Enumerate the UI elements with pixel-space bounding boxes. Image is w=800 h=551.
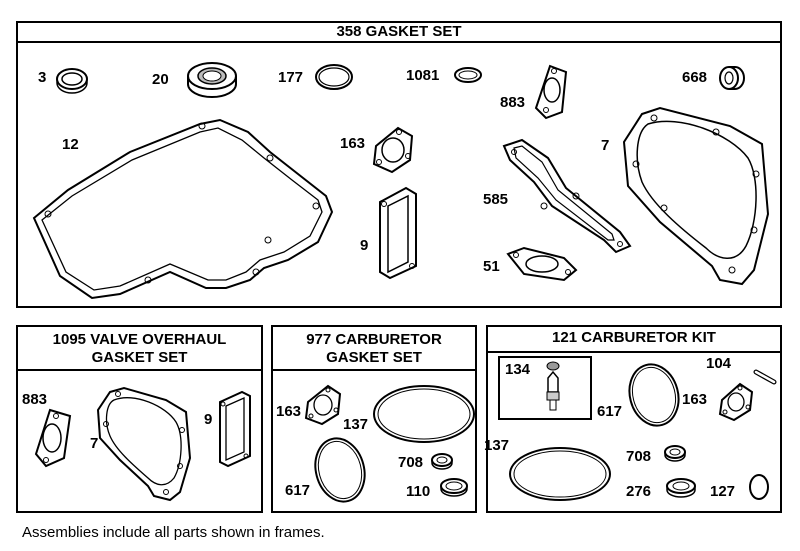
gasket-163-drawing [304,384,342,426]
frame-title-line1: 977 CARBURETOR [306,331,442,348]
o-ring-137-drawing [373,385,475,443]
pin-104-drawing [753,369,777,385]
part-label-127: 127 [710,483,736,500]
footer-note: Assemblies include all parts shown in fr… [22,524,325,541]
part-label-12: 12 [62,136,79,153]
frame-1095-valve-overhaul: 1095 VALVE OVERHAUL GASKET SET [16,325,263,513]
part-label-163: 163 [682,391,708,408]
gasket-9-drawing [379,186,417,280]
o-ring-177-drawing [315,64,353,90]
gasket-9-drawing [219,390,251,468]
part-label-883: 883 [22,391,48,408]
part-label-9: 9 [204,411,213,428]
frame-358-gasket-set: 358 GASKET SET [16,21,782,308]
needle-valve-134-drawing [546,361,560,411]
o-ring-617-drawing [314,437,366,503]
gasket-883-drawing [34,408,72,468]
part-label-137: 137 [484,437,510,454]
washer-3-drawing [56,68,88,94]
gasket-163-drawing [372,126,414,174]
part-label-883: 883 [500,94,526,111]
washer-110-drawing [440,478,468,497]
oil-seal-20-drawing [187,62,237,98]
gasket-163-drawing [718,382,754,422]
part-label-585: 585 [483,191,509,208]
part-label-137: 137 [343,416,369,433]
part-label-177: 177 [278,69,304,86]
frame-title: 1095 VALVE OVERHAUL GASKET SET [18,327,261,371]
part-134-box [498,356,592,420]
plug-127-drawing [749,474,769,500]
head-gasket-7-drawing [96,386,192,502]
part-label-3: 3 [38,69,47,86]
part-label-7: 7 [90,435,99,452]
head-gasket-7-drawing [622,106,770,286]
part-label-9: 9 [360,237,369,254]
frame-title: 121 CARBURETOR KIT [488,327,780,353]
part-label-110: 110 [406,483,431,500]
frame-title-line1: 1095 VALVE OVERHAUL [52,331,227,348]
part-label-134: 134 [505,361,531,378]
frame-title: 358 GASKET SET [18,23,780,43]
part-label-617: 617 [285,482,311,499]
part-label-708: 708 [398,454,424,471]
o-ring-617-drawing [628,363,680,427]
part-label-163: 163 [340,135,366,152]
part-label-668: 668 [682,69,708,86]
part-label-1081: 1081 [406,67,440,84]
gasket-883-drawing [534,64,568,120]
part-label-617: 617 [597,403,623,420]
part-label-51: 51 [483,258,500,275]
part-label-163: 163 [276,403,302,420]
washer-708-drawing [431,453,453,470]
frame-title-line2: GASKET SET [91,349,188,366]
part-label-7: 7 [601,137,610,154]
gasket-1081-drawing [454,67,482,83]
frame-title: 977 CARBURETOR GASKET SET [273,327,475,371]
gasket-585-drawing [502,138,632,254]
seal-668-drawing [719,66,745,90]
frame-title-line2: GASKET SET [326,349,422,366]
crankcase-gasket-12-drawing [32,118,334,300]
washer-708-drawing [664,445,686,462]
part-label-20: 20 [152,71,169,88]
part-label-276: 276 [626,483,652,500]
part-label-104: 104 [706,355,732,372]
washer-276-drawing [666,478,696,498]
o-ring-137-drawing [509,447,611,501]
gasket-51-drawing [506,246,578,282]
part-label-708: 708 [626,448,652,465]
